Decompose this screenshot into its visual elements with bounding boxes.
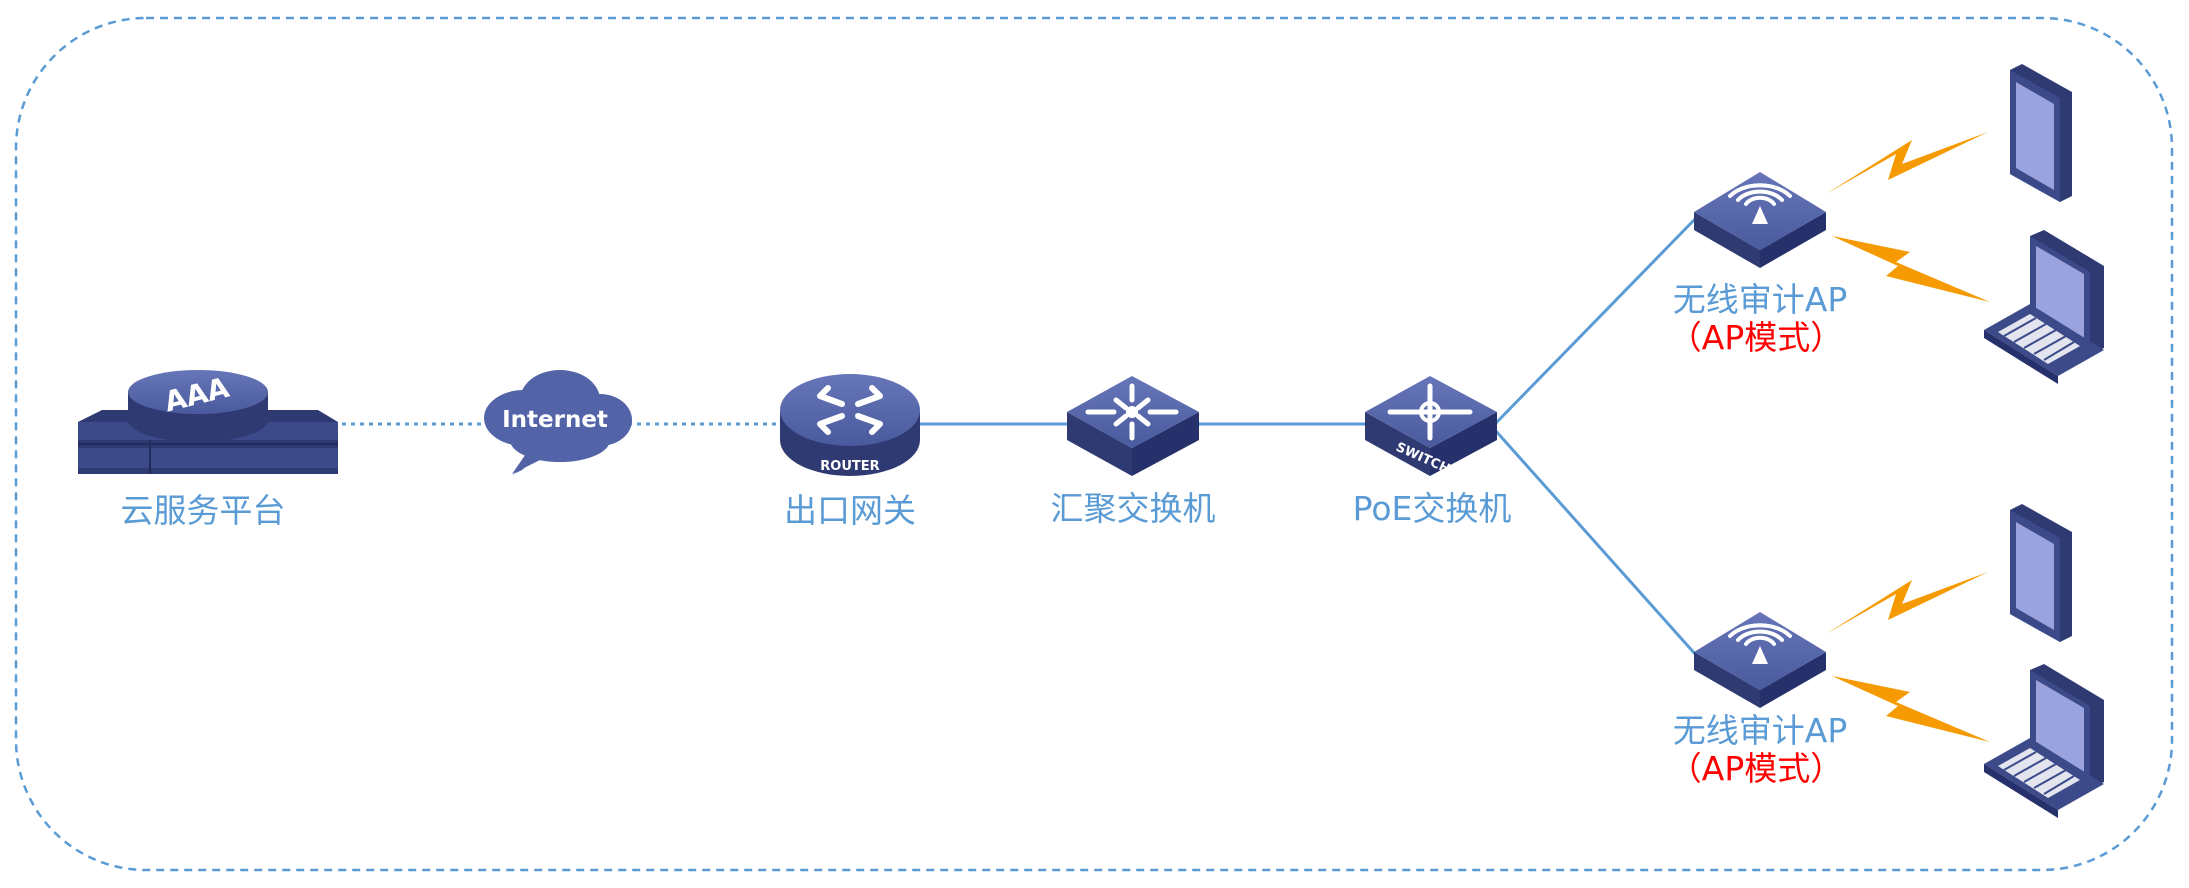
link-poe-ap-top xyxy=(1493,216,1698,426)
cloud-platform-label: 云服务平台 xyxy=(120,491,286,530)
laptop-icon-top xyxy=(1984,230,2104,384)
lightning-icon xyxy=(1832,236,1990,302)
internet-label: Internet xyxy=(502,407,608,433)
tablet-icon-bottom xyxy=(2010,504,2072,642)
link-poe-ap-bottom xyxy=(1493,429,1698,656)
wireless-ap-icon-bottom xyxy=(1694,612,1826,708)
aggregation-switch-label: 汇聚交换机 xyxy=(1050,489,1216,528)
connections xyxy=(342,216,1698,656)
network-boundary xyxy=(14,16,2174,872)
cloud-icon: Internet xyxy=(484,370,632,475)
wireless-ap-icon-top xyxy=(1694,172,1826,268)
lightning-icon xyxy=(1826,572,1988,634)
switch-icon xyxy=(1067,376,1199,476)
wireless-signals xyxy=(1826,132,1990,742)
router-icon: ROUTER xyxy=(780,374,920,476)
tablet-icon-top xyxy=(2010,64,2072,202)
gateway-label: 出口网关 xyxy=(784,491,916,530)
server-icon: AAA xyxy=(78,370,338,474)
lightning-icon xyxy=(1832,676,1990,742)
ap-bottom-label: 无线审计AP xyxy=(1672,711,1848,750)
laptop-icon-bottom xyxy=(1984,664,2104,818)
lightning-icon xyxy=(1826,132,1988,194)
ap-top-label: 无线审计AP xyxy=(1672,280,1848,319)
ap-top-mode-label: （AP模式） xyxy=(1668,318,1844,357)
poe-switch-label: PoE交换机 xyxy=(1352,489,1512,528)
poe-switch-icon: SWITCH xyxy=(1365,376,1497,477)
ap-bottom-mode-label: （AP模式） xyxy=(1668,749,1844,788)
router-badge: ROUTER xyxy=(820,459,879,474)
